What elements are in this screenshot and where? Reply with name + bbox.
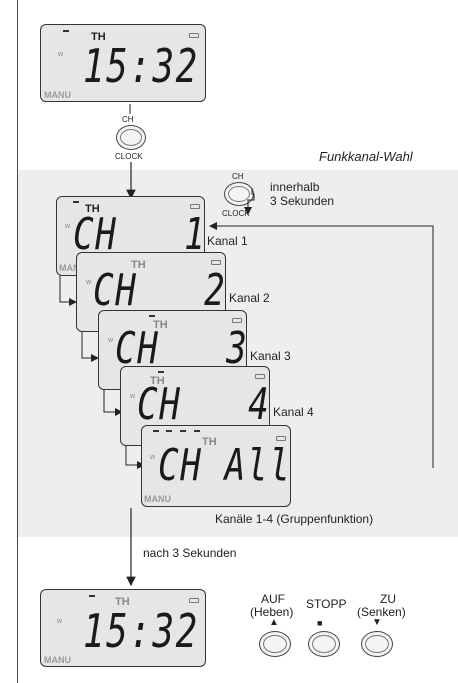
auf-button[interactable] (259, 631, 291, 657)
lcd-segment-dash (180, 430, 186, 432)
ch-label-top: CH (122, 115, 134, 124)
lcd-mode: MANU (144, 494, 171, 504)
lcd-week-indicator: w (130, 393, 136, 400)
auf-label: AUF (261, 592, 285, 606)
lcd-segment-dash (73, 201, 79, 203)
battery-icon (255, 374, 265, 379)
lcd-channel-text: CH 2 (93, 265, 227, 316)
channel-label-2: Kanal 2 (229, 291, 270, 305)
stop-square-icon: ■ (317, 618, 323, 628)
ch-label-mid: CH (232, 172, 244, 181)
lcd-channel-all: TH w CH All MANU (141, 425, 291, 507)
heben-label: (Heben) (250, 605, 294, 619)
lcd-segment-dash (166, 430, 172, 432)
channel-label-1: Kanal 1 (207, 234, 248, 248)
battery-icon (189, 598, 199, 603)
lcd-channel-text: CH 4 (137, 379, 271, 430)
lcd-display-bottom: TH w 15:32 MANU (40, 589, 206, 667)
lcd-day: TH (131, 259, 146, 271)
channel-label-4: Kanal 4 (273, 405, 314, 419)
lcd-day: TH (202, 436, 217, 448)
zu-label: ZU (380, 592, 396, 606)
lcd-day: TH (153, 319, 168, 331)
battery-icon (190, 204, 200, 209)
lcd-mode: MANU (44, 655, 71, 665)
battery-icon (276, 436, 286, 441)
clock-label-mid: CLOCK (222, 209, 250, 218)
lcd-display-top: TH w 15:32 MANU (40, 24, 206, 102)
senken-label: (Senken) (357, 605, 406, 619)
lcd-time: 15:32 (83, 604, 199, 658)
clock-label-top: CLOCK (115, 152, 143, 161)
hint-line-1: innerhalb (270, 180, 320, 194)
stopp-label: STOPP (306, 597, 347, 611)
lcd-channel-text: CH All (158, 440, 292, 491)
lcd-mode: MAN (59, 263, 80, 273)
lcd-segment-dash (89, 595, 95, 597)
zu-button[interactable] (361, 631, 393, 657)
battery-icon (189, 33, 199, 38)
channel-label-3: Kanal 3 (250, 349, 291, 363)
down-arrow-icon: ▼ (372, 617, 382, 628)
lcd-segment-dash (194, 430, 200, 432)
up-arrow-icon: ▲ (269, 617, 279, 628)
battery-icon (232, 318, 242, 323)
lcd-channel-text: CH 3 (115, 323, 249, 374)
ch-clock-button-top[interactable] (116, 125, 146, 150)
lcd-week-indicator: w (86, 279, 92, 286)
lcd-week-indicator: w (58, 51, 64, 58)
section-title: Funkkanal-Wahl (319, 149, 413, 164)
battery-icon (211, 260, 221, 265)
lcd-day: TH (150, 375, 165, 387)
lcd-week-indicator: w (150, 454, 156, 461)
lcd-day: TH (115, 596, 130, 608)
lcd-day: TH (91, 31, 106, 43)
lcd-channel-text: CH 1 (73, 209, 207, 260)
channel-label-all: Kanäle 1-4 (Gruppenfunktion) (215, 512, 374, 526)
lcd-segment-dash (153, 430, 159, 432)
lcd-time: 15:32 (83, 39, 199, 93)
ch-clock-button-mid[interactable] (224, 182, 254, 206)
lcd-week-indicator: w (57, 618, 63, 625)
lcd-mode: MANU (44, 90, 71, 100)
lcd-segment-dash (158, 371, 164, 373)
stopp-button[interactable] (308, 631, 340, 657)
frame-left-border (17, 0, 18, 683)
lcd-week-indicator: w (108, 337, 114, 344)
hint-line-2: 3 Sekunden (270, 194, 335, 208)
lcd-segment-dash (149, 315, 155, 317)
lcd-segment-dash (63, 30, 69, 32)
lcd-day: TH (85, 203, 100, 215)
lcd-week-indicator: w (65, 223, 71, 230)
after-timeout-label: nach 3 Sekunden (143, 546, 237, 560)
